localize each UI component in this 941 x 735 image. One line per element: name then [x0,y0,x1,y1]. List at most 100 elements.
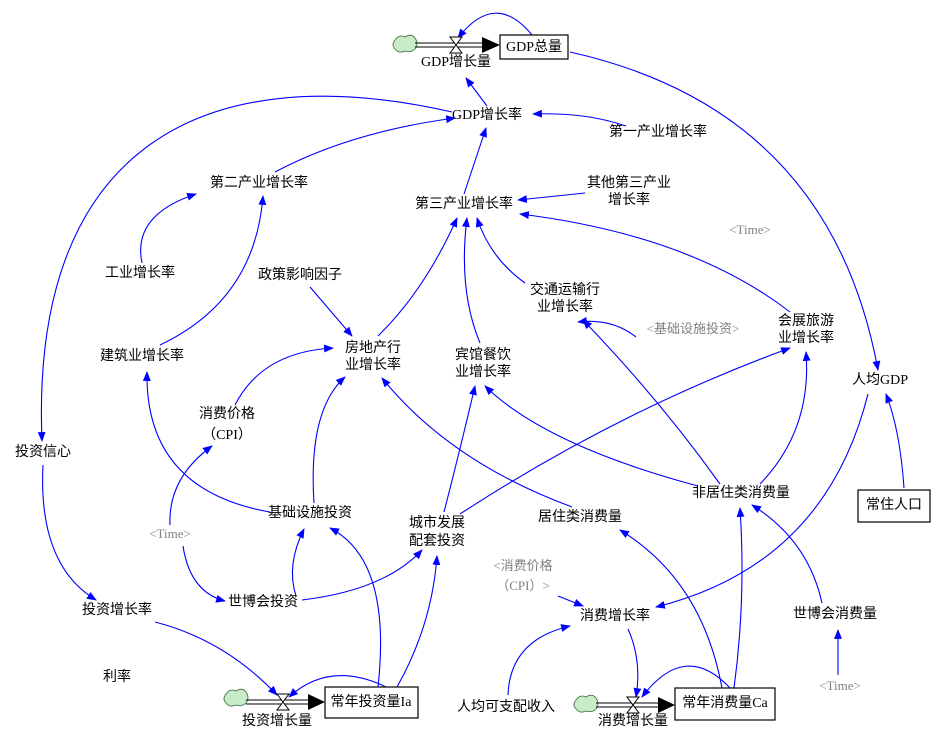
var-hotel-catering-growth-line1[interactable]: 宾馆餐饮 [455,347,511,363]
flow-arrow-icon [658,697,675,713]
flow-arrow-icon [308,694,325,710]
var-exhibition-tourism-growth-line2[interactable]: 业增长率 [778,329,834,346]
stock-annual-consumption-label: 常年消费量Ca [682,695,768,711]
link-infrastructure-to-construction [142,371,271,513]
var-investment-growth-rate[interactable]: 投资增长率 [82,601,152,618]
shadow-time-left[interactable]: <Time> [149,526,191,541]
var-urban-supporting-investment-line1[interactable]: 城市发展 [409,514,465,531]
link-transport-to-tertiary [475,217,526,284]
link-population-to-per-capita-gdp [885,393,905,489]
flow-investment: 常年投资量Ia 投资增长量 [223,686,419,729]
link-tertiary-to-gdp-rate [463,127,487,195]
link-expo-consumption-to-non-residential [751,504,823,604]
flow-investment-increase-label: 投资增长量 [242,713,312,729]
link-primary-to-gdp-rate [532,109,627,127]
stock-gdp-total[interactable] [499,34,569,60]
var-consumption-growth-rate[interactable]: 消费增长率 [580,607,650,624]
var-cpi-line1[interactable]: 消费价格 [199,406,255,422]
link-investment-rate-to-investment-flow [154,621,278,696]
var-policy-factor[interactable]: 政策影响因子 [258,266,342,283]
link-expo-investment-to-infrastructure [291,528,305,597]
var-expo-consumption[interactable]: 世博会消费量 [793,605,877,622]
link-gdp-total-to-gdp-increase [457,12,533,39]
link-gdp-total-to-per-capita-gdp [569,51,881,371]
var-non-residential-consumption[interactable]: 非居住类消费量 [692,485,790,501]
shadow-time-bottom[interactable]: <Time> [819,678,861,693]
link-time-to-cpi [169,445,213,526]
stock-gdp-total-label: GDP总量 [506,39,562,55]
var-real-estate-growth-line1[interactable]: 房地产行 [345,340,401,356]
var-secondary-industry-growth[interactable]: 第二产业增长率 [210,174,308,191]
link-gdp-rate-to-gdp-increase [465,77,488,107]
stock-annual-consumption[interactable] [674,687,776,721]
link-investment-stock-to-infrastructure [329,527,382,688]
var-cpi-line2[interactable]: （CPI） [202,427,252,443]
link-consumption-rate-to-flow [627,628,642,698]
stock-annual-investment[interactable] [324,686,419,719]
link-exhibition-to-tertiary [519,211,791,313]
link-other-tertiary-to-tertiary [517,192,586,204]
var-construction-growth[interactable]: 建筑业增长率 [100,347,184,364]
var-tertiary-industry-growth[interactable]: 第三产业增长率 [415,195,513,212]
link-non-residential-to-transport [582,319,721,485]
flow-gdp-increase-label: GDP增长量 [421,54,491,70]
shadow-cpi-line2[interactable]: （CPI）> [496,578,550,593]
link-construction-to-secondary [159,195,267,346]
link-policy-to-real-estate [309,286,353,337]
shadow-time-top[interactable]: <Time> [729,222,771,237]
link-income-to-consumption-rate [507,624,571,696]
flow-arrow-icon [482,37,500,53]
var-disposable-income[interactable]: 人均可支配收入 [457,699,555,715]
link-consumption-stock-to-residential [619,529,723,689]
valve-icon[interactable] [276,693,290,711]
var-transport-growth-line1[interactable]: 交通运输行 [530,281,600,298]
shadow-cpi-line1[interactable]: <消费价格 [493,558,552,573]
var-hotel-catering-growth-line2[interactable]: 业增长率 [455,363,511,380]
link-consumption-stock-to-non-residential [733,507,745,689]
link-per-capita-gdp-to-consumption-rate [655,393,869,609]
flow-gdp: GDP总量 GDP增长量 [392,34,569,70]
variables: GDP增长率 第一产业增长率 第二产业增长率 第三产业增长率 其他第三产业 增长… [15,106,908,715]
shadow-variables: <Time> <Time> <Time> <基础设施投资> <消费价格 （CPI… [149,222,861,693]
var-real-estate-growth-line2[interactable]: 业增长率 [345,356,401,373]
var-other-tertiary-growth-line1[interactable]: 其他第三产业 [587,174,671,191]
shadow-infrastructure-investment[interactable]: <基础设施投资> [647,321,740,336]
link-industry-to-secondary [140,193,197,264]
link-investment-stock-to-urban [396,555,441,688]
var-industry-growth[interactable]: 工业增长率 [105,264,175,281]
flow-consumption: 常年消费量Ca 消费增长量 [573,687,776,729]
link-residential-to-real-estate [381,377,573,508]
var-transport-growth-line2[interactable]: 业增长率 [537,298,593,315]
link-shadow-cpi-to-consumption-rate [557,595,584,607]
stock-resident-population-label: 常住人口 [866,497,922,513]
link-investment-stock-to-flow [288,675,387,698]
var-gdp-growth-rate[interactable]: GDP增长率 [452,106,522,123]
link-confidence-to-investment-rate [42,464,97,601]
link-real-estate-to-tertiary [377,217,458,337]
stock-resident-population[interactable] [857,489,931,523]
link-urban-to-hotel [443,385,477,513]
link-non-residential-to-exhibition [759,351,811,485]
flow-consumption-increase-label: 消费增长量 [598,713,668,729]
link-secondary-to-gdp-rate [274,115,456,173]
cloud-source-icon [392,34,418,53]
var-urban-supporting-investment-line2[interactable]: 配套投资 [409,533,465,549]
var-investment-confidence[interactable]: 投资信心 [15,444,71,460]
var-per-capita-gdp[interactable]: 人均GDP [852,372,908,388]
var-infrastructure-investment[interactable]: 基础设施投资 [268,504,352,521]
var-expo-investment[interactable]: 世博会投资 [228,593,298,610]
link-hotel-to-tertiary [461,217,481,344]
var-other-tertiary-growth-line2[interactable]: 增长率 [608,191,650,208]
var-interest-rate[interactable]: 利率 [103,668,131,685]
var-primary-industry-growth[interactable]: 第一产业增长率 [609,123,707,140]
causal-links [37,12,905,698]
var-exhibition-tourism-growth-line1[interactable]: 会展旅游 [778,313,834,329]
valve-icon[interactable] [626,696,640,714]
link-urban-to-exhibition [459,347,791,515]
cloud-source-icon [223,688,249,707]
valve-icon[interactable] [449,36,463,54]
var-residential-consumption[interactable]: 居住类消费量 [538,509,622,525]
link-infrastructure-to-real-estate [312,376,346,504]
